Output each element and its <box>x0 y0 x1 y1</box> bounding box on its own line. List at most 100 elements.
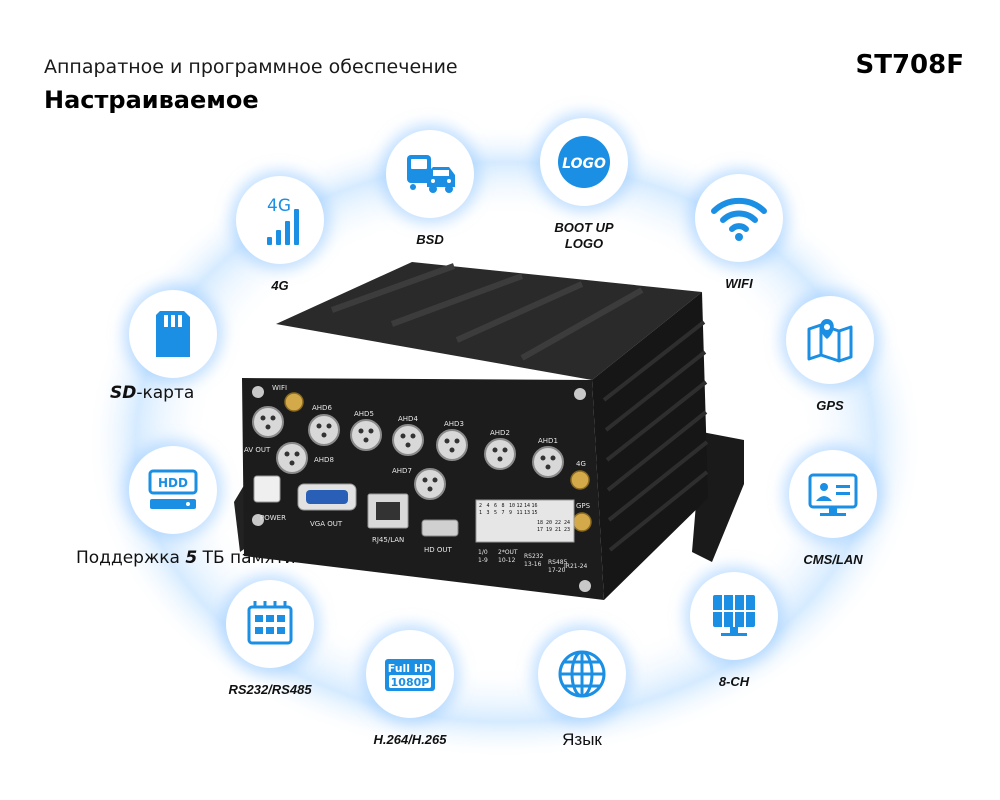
wifi-icon <box>695 174 783 262</box>
feature-hdd: HDD <box>118 446 228 534</box>
feature-label: BOOT UP LOGO <box>554 220 614 251</box>
feature-language: Язык <box>527 630 637 748</box>
sd-label: SD-карта <box>110 383 195 403</box>
feature-label: H.264/H.265 <box>373 732 447 747</box>
pin-label: 2*OUT <box>498 549 518 556</box>
pin-number: 3 <box>487 510 490 516</box>
4g-signal-icon: 4G <box>236 176 324 264</box>
feature-rs: RS232/RS485 <box>215 580 325 698</box>
pin-number: 21 <box>555 527 561 533</box>
feature-codec: Full HD 1080P H.264/H.265 <box>355 630 465 748</box>
port-label: POWER <box>260 514 286 522</box>
full-hd-text: Full HD <box>388 662 433 675</box>
hdmi-port <box>421 519 459 537</box>
port-label: AV OUT <box>244 446 271 454</box>
svg-text:4G: 4G <box>267 196 291 216</box>
monitor-user-icon <box>789 450 877 538</box>
pin-number: 13 <box>524 510 530 516</box>
pin-label: 1/0 <box>478 549 488 556</box>
map-pin-icon <box>786 296 874 384</box>
pin-number: 19 <box>546 527 552 533</box>
pin-number: 17 <box>537 527 543 533</box>
pin-number: 18 <box>537 520 543 526</box>
port-label: VGA OUT <box>310 520 343 528</box>
wifi-antenna <box>284 392 304 412</box>
pin-label: RS485 <box>548 559 568 566</box>
pin-number: 12 <box>517 503 523 509</box>
pin-number: 23 <box>564 527 570 533</box>
header-title: Настраиваемое <box>44 86 259 114</box>
ahd7-connector <box>414 468 446 500</box>
full-hd-icon: Full HD 1080P <box>366 630 454 718</box>
pin-label: 10-12 <box>498 557 516 564</box>
split-screen-icon <box>690 572 778 660</box>
feature-label: Язык <box>562 730 602 749</box>
pin-label: RS232 <box>524 553 544 560</box>
logo-badge-icon: LOGO <box>540 118 628 206</box>
pin-number: 8 <box>502 503 505 509</box>
feature-wifi: WIFI <box>684 174 794 292</box>
dvr-device: WIFI AHD6 AHD5 AHD4 AHD3 AHD2 AHD1 AV OU… <box>234 262 744 600</box>
ahd1-connector <box>532 446 564 478</box>
pin-label: 17-20 <box>548 567 566 574</box>
ahd6-connector <box>308 414 340 446</box>
feature-label: GPS <box>816 398 844 413</box>
pin-number: 20 <box>546 520 552 526</box>
pin-number: 7 <box>502 510 505 516</box>
port-label: 4G <box>576 460 586 468</box>
feature-boot-logo: LOGO BOOT UP LOGO <box>529 118 639 252</box>
pin-label: 13-16 <box>524 561 542 568</box>
feature-4g: 4G 4G <box>225 176 335 294</box>
feature-label: WIFI <box>725 276 753 291</box>
header-subtitle: Аппаратное и программное обеспечение <box>44 56 458 78</box>
gps-antenna <box>572 512 592 532</box>
pin-number: 22 <box>555 520 561 526</box>
globe-icon <box>538 630 626 718</box>
device-side <box>592 292 708 600</box>
feature-bsd: BSD <box>375 130 485 248</box>
pin-number: 11 <box>517 510 523 516</box>
1080p-text: 1080P <box>391 676 430 689</box>
port-label: AHD3 <box>444 420 464 428</box>
pin-number: 6 <box>494 503 497 509</box>
ahd2-connector <box>484 438 516 470</box>
pin-number: 5 <box>494 510 497 516</box>
pin-number: 4 <box>487 503 490 509</box>
feature-gps: GPS <box>775 296 885 414</box>
feature-sd <box>118 290 228 378</box>
port-label: WIFI <box>272 384 287 392</box>
pin-number: 16 <box>532 503 538 509</box>
4g-antenna <box>570 470 590 490</box>
pin-label: 1-9 <box>478 557 488 564</box>
pin-number: 14 <box>524 503 530 509</box>
feature-label: 4G <box>271 278 289 293</box>
hdd-text: HDD <box>158 476 188 490</box>
power-socket <box>253 475 281 503</box>
pin-number: 2 <box>479 503 482 509</box>
av-out-connector <box>252 406 284 438</box>
model-name: ST708F <box>855 50 965 80</box>
port-label: RJ45/LAN <box>372 536 404 544</box>
pin-number: 24 <box>564 520 570 526</box>
bus-car-icon <box>386 130 474 218</box>
hdd-icon: HDD <box>129 446 217 534</box>
io-pin-block <box>475 499 575 543</box>
port-label: AHD7 <box>392 467 412 475</box>
port-label: AHD1 <box>538 437 558 445</box>
feature-label: CMS/LAN <box>803 552 863 567</box>
feature-8ch: 8-CH <box>679 572 789 690</box>
logo-badge-text: LOGO <box>562 156 606 172</box>
port-label: AHD2 <box>490 429 510 437</box>
ahd8-connector <box>276 442 308 474</box>
port-label: AHD6 <box>312 404 332 412</box>
ahd4-connector <box>392 424 424 456</box>
pin-number: 10 <box>509 503 515 509</box>
port-label: AHD5 <box>354 410 374 418</box>
port-label: HD OUT <box>424 546 453 554</box>
pin-label: IR21-24 <box>564 563 588 570</box>
feature-cms-lan: CMS/LAN <box>778 450 888 568</box>
feature-label: 8-CH <box>718 674 750 689</box>
sd-card-icon <box>129 290 217 378</box>
